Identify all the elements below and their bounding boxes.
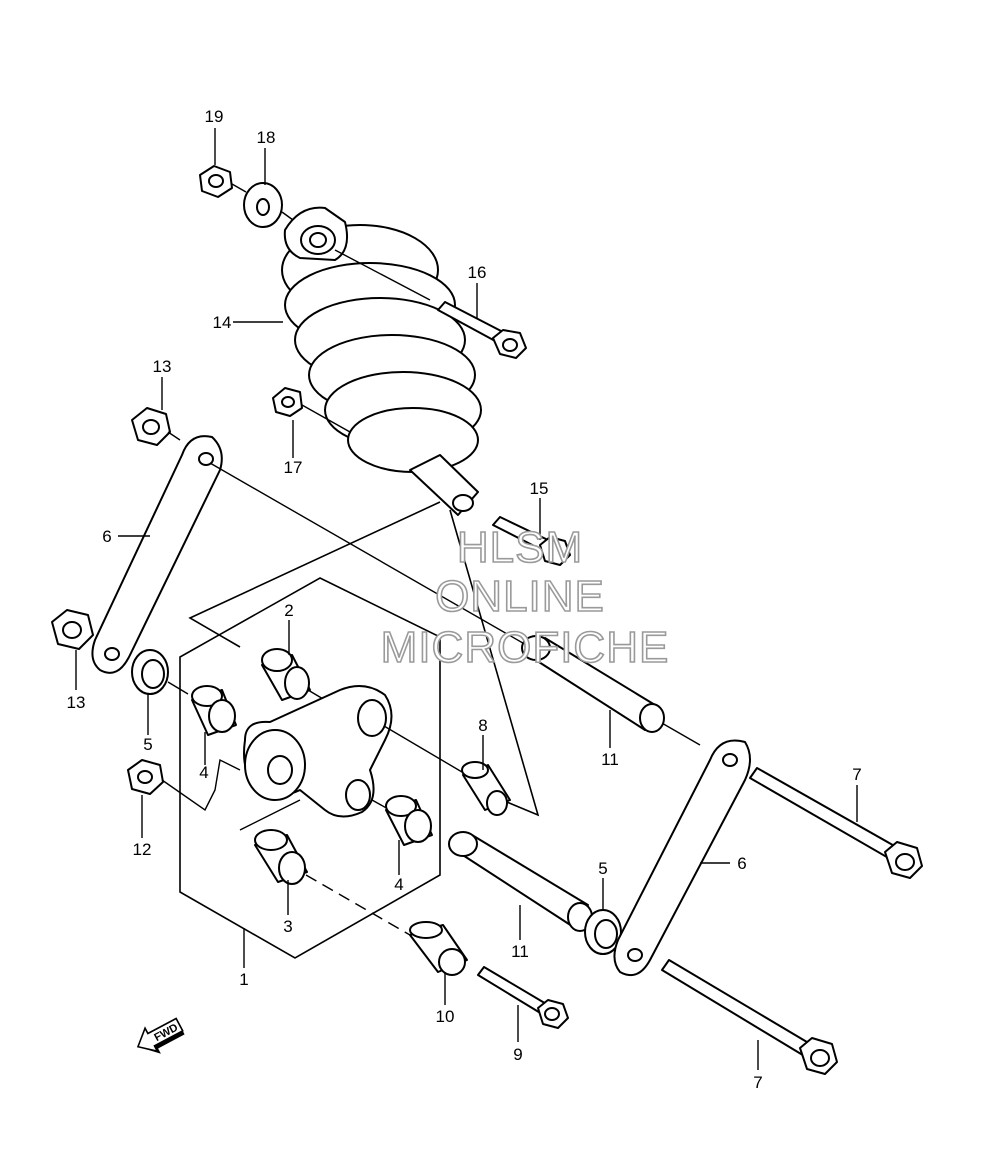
callout-4-right: 4 [394,875,403,894]
callout-10: 10 [436,1007,455,1026]
nut-13-bottom[interactable] [51,609,94,650]
link-rod-6-left[interactable] [91,435,223,674]
lever-assembly-frame [179,577,441,959]
bearing-4-left[interactable] [191,685,237,736]
callout-17: 17 [284,458,303,477]
nut-19[interactable] [199,165,233,198]
callout-11-bottom: 11 [511,942,529,961]
spacer-11-top[interactable] [521,635,665,733]
collar-10[interactable] [409,921,468,976]
watermark-line-3: MICROFICHE [381,623,670,672]
callout-13-top: 13 [153,357,172,376]
leader-lines-shock-to-lever [188,501,441,648]
callout-5-right: 5 [598,859,607,878]
fwd-arrow-icon: FWD [136,1017,185,1054]
callout-8: 8 [478,716,487,735]
callout-13-bottom: 13 [67,693,86,712]
callout-11-top: 11 [601,750,619,769]
callout-5-left: 5 [143,735,152,754]
callout-2: 2 [284,601,293,620]
callout-6-left: 6 [102,527,111,546]
collar-8[interactable] [461,761,511,816]
bolt-16[interactable] [437,301,527,359]
callout-15: 15 [530,479,549,498]
callout-12: 12 [133,840,152,859]
callout-6-right: 6 [737,854,746,873]
rear-shock-absorber[interactable] [281,206,482,516]
nut-12[interactable] [127,759,164,795]
link-rod-6-right[interactable] [613,739,751,976]
callout-14: 14 [213,313,232,332]
nut-17[interactable] [272,387,303,417]
callout-7-bottom: 7 [753,1073,762,1092]
bolt-7-top[interactable] [749,767,923,879]
callout-1: 1 [239,970,248,989]
watermark-line-1: HLSM [457,523,583,572]
seal-5-left[interactable] [131,649,169,695]
nut-13-top[interactable] [131,407,171,446]
watermark-line-2: ONLINE [435,572,605,621]
bearing-2[interactable] [261,648,311,701]
bearing-3[interactable] [254,829,308,885]
cushion-lever-1[interactable] [243,685,393,818]
bolt-9[interactable] [477,966,569,1029]
callout-16: 16 [468,263,487,282]
watermark: HLSM ONLINE MICROFICHE [380,522,670,673]
washer-18[interactable] [243,182,283,228]
bolt-7-bottom[interactable] [661,959,838,1075]
callout-19: 19 [205,107,224,126]
bolt-15[interactable] [492,516,571,566]
callout-7-top: 7 [852,765,861,784]
callout-9: 9 [513,1045,522,1064]
callout-18: 18 [257,128,276,147]
bearing-4-right[interactable] [385,795,433,846]
callout-4-left: 4 [199,763,208,782]
callout-3: 3 [283,917,292,936]
